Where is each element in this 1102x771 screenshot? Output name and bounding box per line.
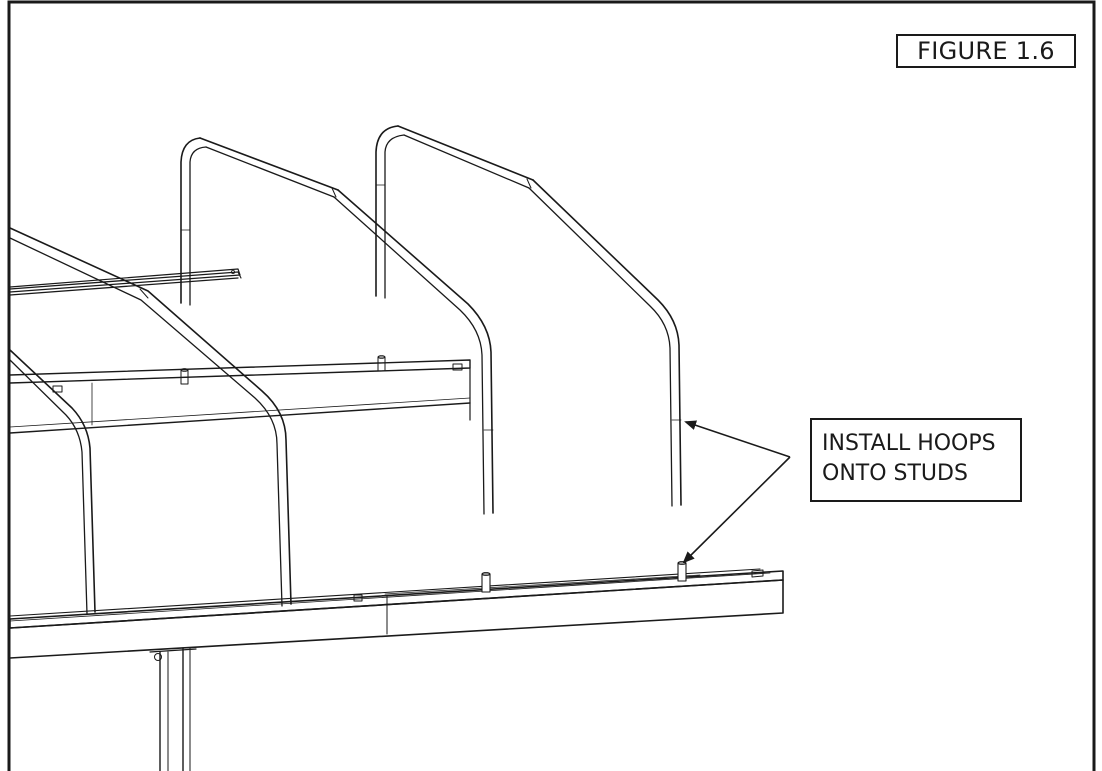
callout-leaders <box>682 420 791 564</box>
callout-label: INSTALL HOOPS ONTO STUDS <box>810 418 1022 502</box>
back-rail-studs <box>52 355 463 393</box>
support-post <box>149 647 197 771</box>
back-base-rail <box>9 359 471 434</box>
callout-line-1: INSTALL HOOPS <box>822 431 996 456</box>
hoop-4 <box>375 125 682 507</box>
leader-to-stud-arrow <box>682 456 791 564</box>
hoop-3 <box>180 137 494 515</box>
leader-to-hoop-arrow <box>684 420 791 458</box>
callout-line-2: ONTO STUDS <box>822 461 968 486</box>
lateral-brace <box>9 268 241 293</box>
front-rail-studs <box>353 560 687 602</box>
front-base-rail <box>9 568 784 659</box>
hoop-1 <box>9 349 96 615</box>
drawing-border <box>7 0 1096 771</box>
figure-number-label: FIGURE 1.6 <box>896 34 1076 68</box>
hoop-2 <box>9 227 292 607</box>
